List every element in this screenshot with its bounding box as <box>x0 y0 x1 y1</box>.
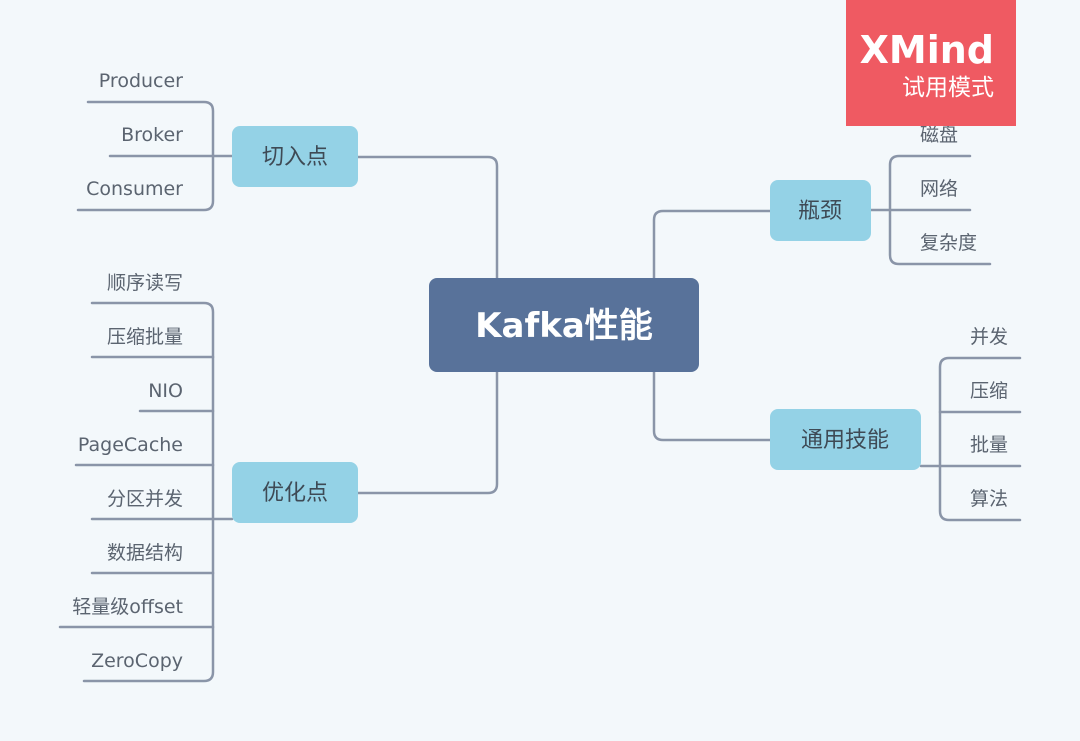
leaf-bottleneck-1[interactable]: 磁盘 <box>920 124 958 146</box>
branch-label-bottleneck: 瓶颈 <box>798 199 842 224</box>
leaf-optimize-8[interactable]: ZeroCopy <box>91 650 183 672</box>
connector-root-entry <box>356 155 499 280</box>
watermark-brand: XMind <box>859 28 994 72</box>
leaf-optimize-1[interactable]: 顺序读写 <box>107 272 183 294</box>
leaf-optimize-2[interactable]: 压缩批量 <box>107 326 183 348</box>
leaf-entry-consumer[interactable]: Consumer <box>86 178 183 200</box>
leaf-optimize-3[interactable]: NIO <box>148 380 183 402</box>
trial-watermark: XMind 试用模式 <box>846 0 1016 126</box>
leaf-general-3[interactable]: 批量 <box>970 434 1008 456</box>
bracket-general <box>938 356 1022 522</box>
leaf-entry-broker[interactable]: Broker <box>121 124 183 146</box>
bracket-optimize <box>82 301 215 683</box>
branch-node-bottleneck[interactable] <box>770 180 871 241</box>
leaf-bottleneck-2[interactable]: 网络 <box>920 178 958 200</box>
leaf-general-2[interactable]: 压缩 <box>970 380 1008 402</box>
leaf-entry-producer[interactable]: Producer <box>99 70 183 92</box>
root-node[interactable] <box>429 278 699 372</box>
watermark-mode: 试用模式 <box>902 75 994 101</box>
leaf-bottleneck-3[interactable]: 复杂度 <box>920 232 977 254</box>
branch-node-general[interactable] <box>770 409 921 470</box>
leaf-optimize-6[interactable]: 数据结构 <box>107 542 183 564</box>
branch-node-optimize[interactable] <box>232 462 358 523</box>
leaf-general-4[interactable]: 算法 <box>970 488 1008 510</box>
branch-label-general: 通用技能 <box>801 428 889 453</box>
root-label: Kafka性能 <box>475 306 653 346</box>
leaf-optimize-5[interactable]: 分区并发 <box>107 488 183 510</box>
connector-root-general <box>652 370 772 442</box>
leaf-optimize-4[interactable]: PageCache <box>78 434 183 456</box>
branch-node-entry[interactable] <box>232 126 358 187</box>
branch-label-entry: 切入点 <box>262 145 328 170</box>
leaf-general-1[interactable]: 并发 <box>970 326 1008 348</box>
branch-label-optimize: 优化点 <box>262 481 328 506</box>
leaf-optimize-7[interactable]: 轻量级offset <box>72 596 183 618</box>
connector-root-optimize <box>356 370 499 495</box>
connector-root-bottleneck <box>652 209 772 280</box>
